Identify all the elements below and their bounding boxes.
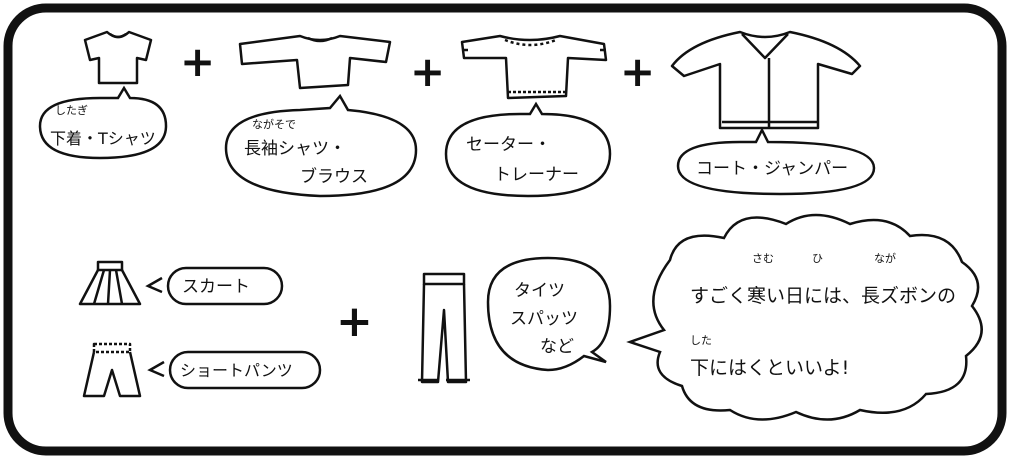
coat-icon	[670, 30, 862, 130]
tshirt-icon	[83, 30, 153, 85]
bubble-skirt: スカート	[166, 266, 284, 306]
sweater-icon	[460, 34, 608, 100]
svg-text:したぎ: したぎ	[55, 103, 88, 117]
svg-text:タイツ: タイツ	[514, 281, 565, 301]
svg-text:トレーナー: トレーナー	[494, 165, 579, 185]
svg-text:+: +	[620, 47, 655, 96]
arrow-skirt	[145, 276, 163, 294]
svg-text:コート・ジャンパー: コート・ジャンパー	[696, 159, 848, 179]
bubble-shorts: ショートパンツ	[168, 350, 322, 390]
svg-text:下にはくといいよ!: 下にはくといいよ!	[690, 357, 849, 379]
long-sleeve-shirt-icon	[238, 34, 392, 90]
svg-text:ながそで: ながそで	[252, 117, 296, 131]
svg-text:+: +	[180, 37, 215, 86]
svg-text:セーター・: セーター・	[466, 135, 551, 155]
plus-1: +	[180, 37, 215, 86]
plus-3: +	[620, 47, 655, 96]
svg-text:+: +	[410, 47, 445, 96]
bubble-long-sleeve: ながそで 長袖シャツ・ ブラウス	[224, 93, 418, 198]
svg-text:ショートパンツ: ショートパンツ	[180, 361, 293, 380]
plus-4: +	[336, 296, 373, 347]
svg-text:ひ: ひ	[812, 252, 823, 265]
bubble-tights: タイツ スパッツ など	[486, 256, 612, 372]
svg-text:下着・Tシャツ: 下着・Tシャツ	[50, 129, 156, 148]
arrow-shorts	[147, 360, 165, 378]
bubble-coat: コート・ジャンパー	[676, 127, 876, 196]
svg-text:長袖シャツ・: 長袖シャツ・	[244, 139, 346, 159]
svg-text:した: した	[690, 334, 712, 347]
tights-icon	[418, 272, 470, 384]
tip-cloud-bubble: さむ ひ なが すごく寒い日には、長ズボンの した 下にはくといいよ!	[626, 213, 983, 421]
svg-text:さむ: さむ	[752, 252, 774, 265]
plus-2: +	[410, 47, 445, 96]
shorts-icon	[82, 342, 142, 398]
bubble-sweater: セーター・ トレーナー	[444, 101, 612, 198]
svg-text:+: +	[336, 296, 373, 347]
svg-text:スパッツ: スパッツ	[510, 309, 578, 329]
outer-frame	[3, 3, 1007, 456]
svg-text:すごく寒い日には、長ズボンの: すごく寒い日には、長ズボンの	[690, 285, 956, 307]
svg-text:なが: なが	[874, 251, 896, 265]
skirt-icon	[78, 260, 142, 306]
bubble-underwear: したぎ 下着・Tシャツ	[38, 85, 168, 160]
svg-text:ブラウス: ブラウス	[300, 166, 368, 187]
svg-text:など: など	[540, 337, 574, 357]
svg-text:スカート: スカート	[182, 277, 250, 297]
